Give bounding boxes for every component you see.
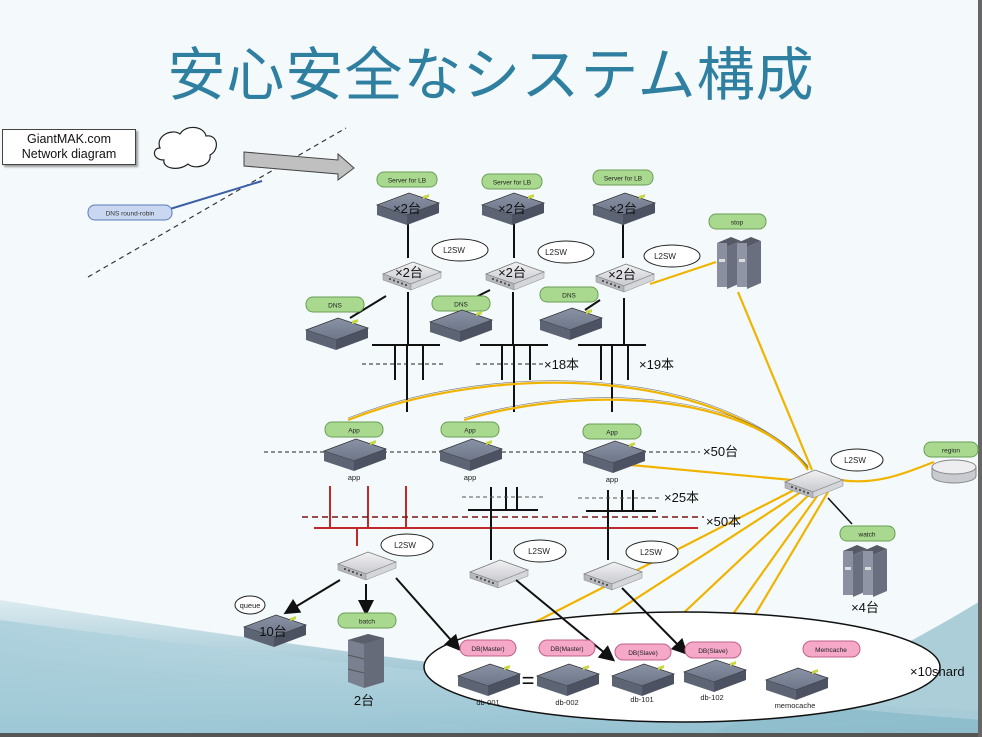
svg-text:10台: 10台 [259, 624, 286, 639]
lb-server-tags: Server for LB Server for LB Server for L… [376, 169, 654, 190]
svg-text:DB(Slave): DB(Slave) [698, 648, 728, 655]
backend-arrows [283, 577, 688, 662]
svg-text:×2台: ×2台 [498, 201, 526, 216]
svg-text:L2SW: L2SW [394, 541, 416, 550]
lb-switch-3[interactable]: ×2台 L2SW [595, 244, 701, 293]
svg-text:L2SW: L2SW [443, 246, 465, 255]
dns-server-1[interactable]: DNS [305, 296, 369, 351]
svg-text:DNS: DNS [454, 302, 468, 309]
svg-text:db-002: db-002 [555, 698, 578, 707]
link-count-50: ×50本 [706, 514, 741, 529]
db-shard-group [423, 611, 941, 723]
svg-text:App: App [464, 428, 476, 435]
backend-switch-2[interactable]: L2SW [469, 539, 567, 589]
replication-equals: = [522, 668, 535, 693]
db-server-102[interactable]: DB(Slave) db-102 [683, 641, 747, 702]
uplink-count-19: ×19本 [639, 357, 674, 372]
internet-boundary-line [87, 127, 347, 278]
svg-text:DNS: DNS [562, 293, 576, 300]
app-count-label: ×50台 [703, 444, 738, 459]
svg-text:app: app [464, 473, 477, 482]
batch-server[interactable]: batch 2台 [337, 612, 397, 708]
backend-switch-1[interactable]: L2SW [337, 533, 434, 581]
legend-line-2: Network diagram [21, 147, 117, 161]
svg-text:Server for LB: Server for LB [493, 180, 531, 187]
svg-text:app: app [606, 475, 619, 484]
watch-server[interactable]: watch ×4台 [839, 525, 896, 615]
svg-text:×2台: ×2台 [609, 201, 637, 216]
stop-server[interactable]: stop [708, 213, 767, 289]
svg-text:DB(Slave): DB(Slave) [628, 650, 658, 657]
svg-text:L2SW: L2SW [640, 548, 662, 557]
core-switch[interactable]: L2SW [784, 448, 884, 499]
app-server-3[interactable]: App app [582, 423, 646, 484]
svg-text:DNS: DNS [328, 303, 342, 310]
backend-combs [468, 487, 656, 560]
memcache-server[interactable]: Memcache memocache [765, 640, 861, 710]
shard-count: ×10shard [910, 664, 965, 679]
app-backend-network [314, 486, 698, 546]
cloud-icon [153, 126, 217, 169]
svg-text:×2台: ×2台 [608, 267, 636, 282]
db-server-001[interactable]: DB(Master) db-001 [457, 639, 521, 707]
queue-server[interactable]: queue 10台 [234, 595, 307, 648]
uplink-count-18: ×18本 [544, 357, 579, 372]
slide-title: 安心安全なシステム構成 [167, 41, 815, 109]
lb-uplinks [349, 222, 646, 412]
svg-text:db-101: db-101 [630, 695, 653, 704]
svg-text:DNS round-robin: DNS round-robin [106, 211, 155, 218]
svg-text:L2SW: L2SW [545, 248, 567, 257]
app-server-1[interactable]: App app [323, 421, 387, 482]
dns-round-robin-tag: DNS round-robin [87, 204, 173, 221]
svg-text:region: region [942, 448, 960, 455]
svg-text:stop: stop [731, 220, 744, 227]
svg-text:2台: 2台 [354, 693, 374, 708]
svg-text:L2SW: L2SW [844, 456, 866, 465]
core-to-watch-link [827, 497, 853, 525]
svg-text:×2台: ×2台 [395, 265, 423, 280]
svg-text:queue: queue [240, 601, 261, 610]
diagram-legend: GiantMAK.com Network diagram [2, 129, 136, 165]
db-server-002[interactable]: DB(Master) db-002 [536, 639, 600, 707]
svg-text:App: App [606, 430, 618, 437]
svg-text:db-102: db-102 [700, 693, 723, 702]
lb-switch-2[interactable]: ×2台 L2SW [485, 240, 595, 291]
lb-server-group-2[interactable]: ×2台 [481, 192, 545, 226]
internet-arrow-icon [243, 151, 355, 181]
svg-text:DB(Master): DB(Master) [550, 646, 583, 653]
svg-text:L2SW: L2SW [654, 252, 676, 261]
svg-text:Memcache: Memcache [815, 647, 847, 654]
svg-text:Server for LB: Server for LB [388, 178, 426, 185]
svg-text:×2台: ×2台 [498, 265, 526, 280]
svg-text:db-001: db-001 [476, 698, 499, 707]
legend-line-1: GiantMAK.com [26, 132, 112, 146]
svg-text:watch: watch [858, 532, 876, 539]
svg-text:×2台: ×2台 [393, 201, 421, 216]
app-server-2[interactable]: App app [439, 421, 503, 482]
link-count-25: ×25本 [664, 490, 699, 505]
svg-text:batch: batch [359, 619, 375, 626]
backend-switch-3[interactable]: L2SW [583, 540, 679, 591]
dns-server-3[interactable]: DNS [539, 286, 603, 341]
link-dashes-25 [462, 496, 662, 499]
svg-text:DB(Master): DB(Master) [471, 646, 504, 653]
db-server-101[interactable]: DB(Slave) db-101 [611, 643, 675, 704]
lb-server-group-1[interactable]: ×2台 [376, 192, 440, 226]
dns-server-2[interactable]: DNS [429, 295, 493, 343]
region-storage[interactable]: region [923, 441, 979, 484]
svg-text:L2SW: L2SW [528, 547, 550, 556]
svg-text:×4台: ×4台 [851, 600, 879, 615]
svg-text:app: app [348, 473, 361, 482]
dns-round-robin-connector [159, 180, 263, 213]
lb-server-group-3[interactable]: ×2台 [592, 192, 656, 226]
svg-text:Server for LB: Server for LB [604, 176, 642, 183]
svg-text:memocache: memocache [775, 701, 816, 710]
lb-switch-1[interactable]: ×2台 L2SW [382, 238, 489, 291]
svg-text:App: App [348, 428, 360, 435]
